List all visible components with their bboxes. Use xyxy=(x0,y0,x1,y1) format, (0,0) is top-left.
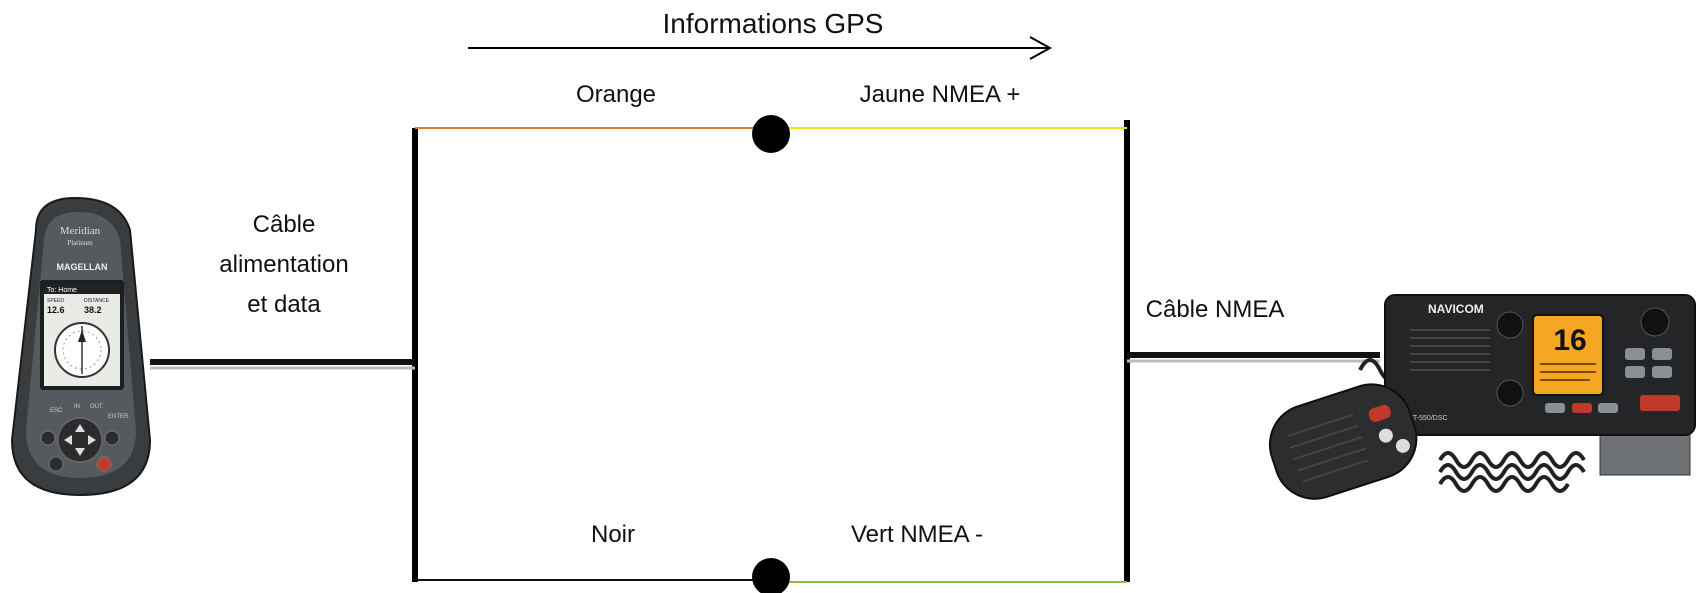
speaker-grille xyxy=(1410,329,1490,371)
top-splice-node xyxy=(752,115,790,153)
radio-brand: NAVICOM xyxy=(1428,302,1484,316)
dpad-icon xyxy=(57,417,103,463)
gps-distance-value: 38.2 xyxy=(84,305,102,315)
bottom-splice-node xyxy=(752,558,790,593)
distress-button xyxy=(1640,395,1680,411)
radio-model: RT-550/DSC xyxy=(1408,415,1448,422)
coiled-cord xyxy=(1358,358,1586,493)
gps-button-in: IN xyxy=(74,404,80,410)
handset-microphone xyxy=(1268,383,1418,500)
squelch-knob-icon xyxy=(1496,379,1524,407)
gps-speed-label: SPEED xyxy=(47,298,64,304)
gps-button-esc: ESC xyxy=(50,408,63,414)
wire-label-black: Noir xyxy=(591,521,635,548)
gps-power-button xyxy=(96,456,112,472)
gps-cable-label-line-2: alimentation xyxy=(219,251,348,278)
compass-icon xyxy=(54,322,110,378)
gps-brand-magellan: MAGELLAN xyxy=(57,262,108,272)
gps-brand-platinum: Platinum xyxy=(67,239,93,247)
gps-distance-label: DISTANCE xyxy=(84,298,110,304)
wire-label-green: Vert NMEA - xyxy=(851,521,983,548)
gps-handheld-device: Meridian Platinum MAGELLAN To: Home SPEE… xyxy=(10,196,152,497)
wire-label-orange: Orange xyxy=(576,81,656,108)
direction-arrow xyxy=(468,36,1053,60)
gps-speed-value: 12.6 xyxy=(47,305,65,315)
wire-label-yellow: Jaune NMEA + xyxy=(860,81,1021,108)
radio-lcd xyxy=(1532,314,1604,396)
gps-cable xyxy=(150,359,415,370)
gps-cable-label-line-1: Câble xyxy=(253,211,316,238)
nmea-cable-label: Câble NMEA xyxy=(1146,296,1285,323)
gps-button-out: OUT xyxy=(90,404,103,410)
channel-knob-icon xyxy=(1640,307,1670,337)
vhf-radio: NAVICOM 16 RT-550/DSC xyxy=(1268,294,1696,500)
volume-knob-icon xyxy=(1496,311,1524,339)
gps-brand-meridian: Meridian xyxy=(60,225,101,237)
radio-channel: 16 xyxy=(1553,324,1586,357)
nmea-cable xyxy=(1127,352,1380,363)
gps-screen-heading: To: Home xyxy=(47,287,77,294)
diagram-title: Informations GPS xyxy=(663,8,884,39)
gps-button-enter: ENTER xyxy=(108,414,129,420)
gps-cable-label-line-3: et data xyxy=(247,291,321,318)
